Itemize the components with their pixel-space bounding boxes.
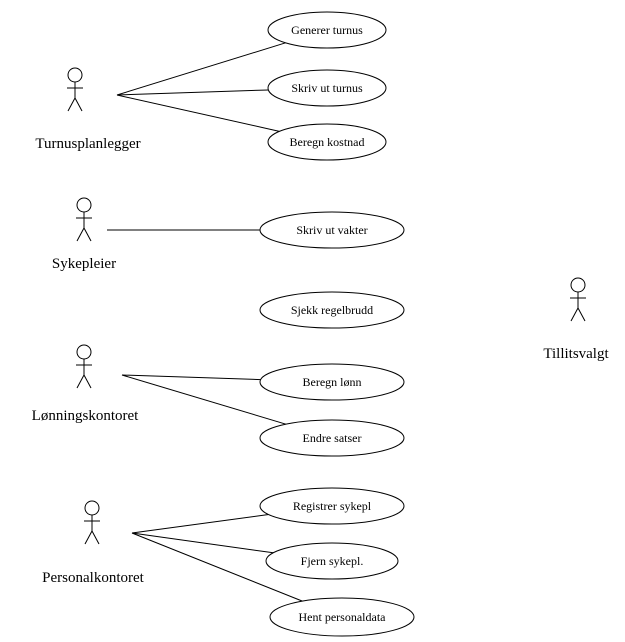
actor-turnusplanlegger: Turnusplanlegger — [35, 67, 141, 152]
actor-lonningskontoret: Lønningskontoret — [32, 344, 139, 424]
actors: TurnusplanleggerSykepleierTillitsvalgtLø… — [32, 67, 609, 586]
use-case-ellipse — [259, 487, 405, 525]
actor-right-leg — [83, 227, 92, 242]
actor-label: Tillitsvalgt — [543, 346, 609, 362]
use-case-ellipse — [269, 597, 415, 637]
use-case-beregn-kostnad: Beregn kostnad — [267, 123, 387, 161]
use-case-skriv-ut-turnus: Skriv ut turnus — [267, 69, 387, 107]
use-case-ellipse — [259, 419, 405, 457]
actor-tillitsvalgt: Tillitsvalgt — [543, 277, 609, 362]
actor-label: Turnusplanlegger — [35, 136, 140, 152]
association-line — [116, 89, 269, 96]
use-case-ellipse — [267, 69, 387, 107]
actor-left-leg — [76, 374, 85, 389]
actor-head — [76, 344, 92, 360]
use-case-label: Endre satser — [303, 431, 362, 445]
use-case-ellipse — [259, 291, 405, 329]
use-case-label: Registrer sykepl — [293, 499, 372, 513]
use-case-beregn-lonn: Beregn lønn — [259, 363, 405, 401]
use-case-registrer-sykepl: Registrer sykepl — [259, 487, 405, 525]
association-line — [131, 532, 303, 602]
use-case-sjekk-regelbrudd: Sjekk regelbrudd — [259, 291, 405, 329]
actor-personalkontoret: Personalkontoret — [42, 500, 145, 586]
use-case-label: Beregn kostnad — [290, 135, 365, 149]
association-line — [131, 514, 269, 534]
actor-sykepleier: Sykepleier — [52, 197, 116, 272]
use-case-ellipse — [259, 211, 405, 249]
actor-right-leg — [74, 97, 83, 112]
use-case-hent-personaldata: Hent personaldata — [269, 597, 415, 637]
association-line — [121, 374, 287, 425]
use-case-fjern-sykepl: Fjern sykepl. — [265, 542, 399, 580]
actor-label: Lønningskontoret — [32, 408, 139, 424]
associations — [107, 42, 404, 602]
use-case-label: Hent personaldata — [299, 610, 387, 624]
use-case-ellipse — [265, 542, 399, 580]
actor-label: Sykepleier — [52, 256, 116, 272]
use-case-ellipse — [267, 11, 387, 49]
actor-right-leg — [83, 374, 92, 389]
actor-label: Personalkontoret — [42, 570, 144, 586]
actor-head — [570, 277, 586, 293]
use-case-label: Skriv ut vakter — [296, 223, 367, 237]
actor-left-leg — [84, 530, 93, 545]
actor-head — [84, 500, 100, 516]
use-case-label: Skriv ut turnus — [291, 81, 363, 95]
use-case-ellipse — [259, 363, 405, 401]
use-case-endre-satser: Endre satser — [259, 419, 405, 457]
use-case-ellipse — [267, 123, 387, 161]
use-case-label: Fjern sykepl. — [301, 554, 364, 568]
actor-head — [76, 197, 92, 213]
use-case-skriv-ut-vakter: Skriv ut vakter — [259, 211, 405, 249]
actor-right-leg — [91, 530, 100, 545]
actor-left-leg — [67, 97, 76, 112]
actor-head — [67, 67, 83, 83]
use-case-label: Beregn lønn — [303, 375, 362, 389]
actor-right-leg — [577, 307, 586, 322]
use-case-generer-turnus: Generer turnus — [267, 11, 387, 49]
use-case-label: Sjekk regelbrudd — [291, 303, 373, 317]
association-line — [116, 42, 286, 96]
association-line — [121, 374, 261, 381]
actor-left-leg — [76, 227, 85, 242]
actor-left-leg — [570, 307, 579, 322]
association-line — [131, 532, 274, 554]
association-line — [116, 94, 280, 132]
use-case-label: Generer turnus — [291, 23, 363, 37]
